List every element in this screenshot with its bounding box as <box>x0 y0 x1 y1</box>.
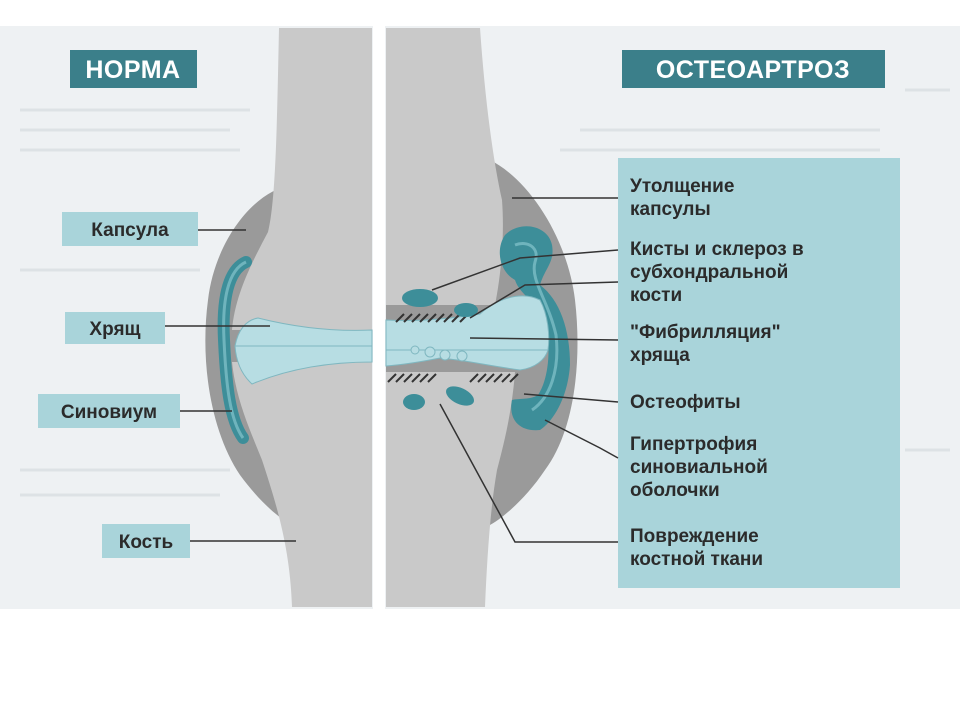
oa-lower-bone <box>386 372 515 607</box>
label-capsule: Капсула <box>62 212 198 246</box>
normal-upper-bone <box>232 28 372 330</box>
oa-sclerosis-hatching <box>387 313 519 383</box>
oa-cyst-1 <box>402 289 438 307</box>
right-leader-lines <box>431 197 619 543</box>
leader-cysts-2 <box>469 281 619 319</box>
leader-fibrillation <box>469 337 619 341</box>
header-normal: НОРМА <box>70 50 197 88</box>
oa-synovium-inner <box>514 242 559 412</box>
label-synovium-text: Синовиум <box>61 402 157 423</box>
osteoarthrosis-joint <box>385 28 578 607</box>
label-bone: Кость <box>102 524 190 558</box>
label-cartilage: Хрящ <box>65 312 165 344</box>
label-synovium: Синовиум <box>38 394 180 428</box>
label-cartilage-text: Хрящ <box>89 319 140 340</box>
faint-background-lines <box>20 88 950 497</box>
leader-cysts-1 <box>431 249 619 291</box>
right-labels: Утолщение капсулы Кисты и склероз в субх… <box>630 176 809 570</box>
leader-synovial-hypertrophy <box>544 419 619 459</box>
label-bone-text: Кость <box>119 532 174 553</box>
normal-synovium-inner <box>222 260 247 439</box>
label-bone-damage: Повреждение костной ткани <box>630 526 764 570</box>
center-divider <box>373 26 385 609</box>
label-capsule-text: Капсула <box>91 220 169 241</box>
left-leader-lines <box>165 229 296 542</box>
label-osteophytes: Остеофиты <box>630 392 741 413</box>
normal-lower-bone <box>232 362 372 607</box>
right-info-panel <box>618 158 900 588</box>
label-capsule-thickening: Утолщение капсулы <box>630 176 740 220</box>
header-normal-text: НОРМА <box>85 56 180 84</box>
oa-upper-cartilage <box>385 295 550 351</box>
label-synovial-hypertrophy: Гипертрофия синовиальной оболочки <box>630 434 773 501</box>
label-fibrillation: "Фибрилляция" хряща <box>630 322 786 366</box>
oa-cyst-3 <box>403 394 425 410</box>
oa-cyst-2 <box>454 303 478 317</box>
normal-joint <box>205 28 373 607</box>
label-cysts-sclerosis: Кисты и склероз в субхондральной кости <box>630 239 809 306</box>
normal-upper-cartilage <box>234 317 373 347</box>
leader-osteophytes <box>523 393 619 403</box>
leader-bone-damage <box>439 403 618 543</box>
oa-fibrillation <box>410 345 468 362</box>
oa-upper-bone <box>386 28 503 305</box>
oa-cyst-4 <box>445 386 475 406</box>
header-osteoarthrosis: ОСТЕОАРТРОЗ <box>622 50 885 88</box>
header-osteoarthrosis-text: ОСТЕОАРТРОЗ <box>656 56 850 84</box>
normal-lower-cartilage <box>234 345 373 385</box>
